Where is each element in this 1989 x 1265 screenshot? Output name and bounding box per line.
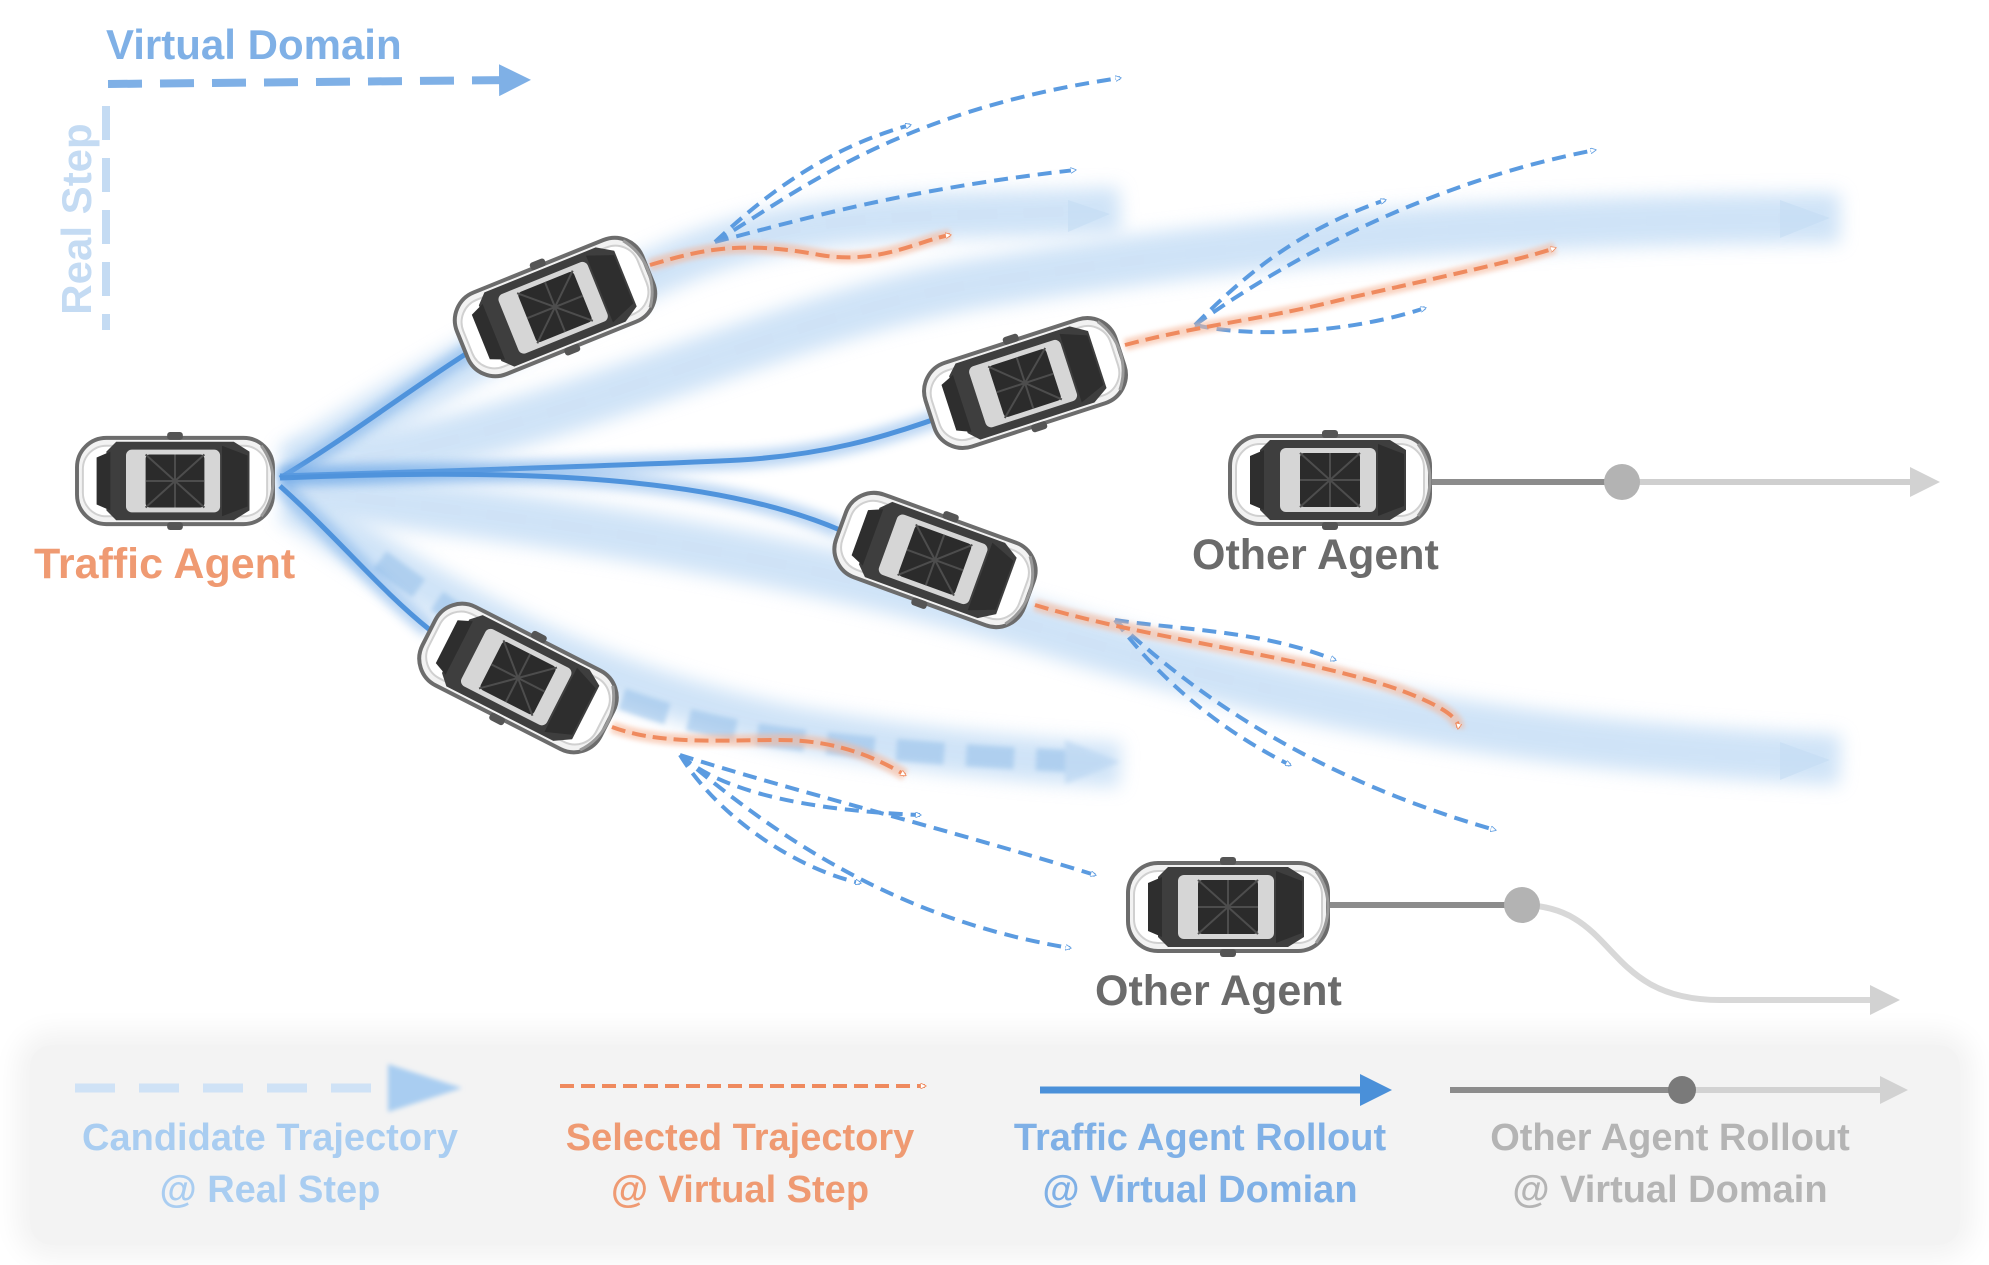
legend-selected-line2: @ Virtual Step — [610, 1169, 870, 1211]
legend-candidate-line1: Candidate Trajectory — [82, 1117, 458, 1159]
selected-trajectories — [609, 229, 1555, 781]
legend-other-rollout-line1: Other Agent Rollout — [1490, 1117, 1850, 1159]
other-agent-car-1 — [1228, 428, 1432, 532]
legend-traffic-rollout-text: Traffic Agent Rollout @ Virtual Domian — [980, 1112, 1420, 1216]
traffic-agent-rollouts — [273, 312, 964, 638]
real-step-label: Real Step — [53, 123, 100, 315]
legend-other-rollout-glyph — [1450, 1076, 1908, 1104]
other-agent-car-2 — [1126, 855, 1330, 959]
legend-traffic-rollout-glyph — [1040, 1074, 1392, 1106]
legend-selected-line1: Selected Trajectory — [565, 1117, 915, 1159]
other-agent-rollouts — [1330, 464, 1940, 1015]
legend-candidate-text: Candidate Trajectory @ Real Step — [40, 1112, 500, 1216]
legend-candidate-line2: @ Real Step — [159, 1169, 381, 1211]
legend-other-rollout-text: Other Agent Rollout @ Virtual Domain — [1450, 1112, 1890, 1216]
legend-traffic-rollout-line1: Traffic Agent Rollout — [1013, 1117, 1387, 1159]
virtual-car-2 — [912, 302, 1138, 464]
legend-other-rollout-line2: @ Virtual Domain — [1512, 1169, 1828, 1211]
traffic-agent-label: Traffic Agent — [34, 540, 296, 588]
legend-selected-text: Selected Trajectory @ Virtual Step — [520, 1112, 960, 1216]
traffic-agent-car — [75, 430, 275, 532]
virtual-domain-axis-arrow — [107, 64, 531, 97]
other-agent-label-2: Other Agent — [1095, 967, 1342, 1015]
virtual-domain-label: Virtual Domain — [106, 21, 402, 68]
axes — [102, 64, 531, 330]
other-agent-label-1: Other Agent — [1192, 531, 1439, 579]
legend-candidate-glyph — [70, 1064, 462, 1112]
legend-traffic-rollout-line2: @ Virtual Domian — [1042, 1169, 1358, 1211]
